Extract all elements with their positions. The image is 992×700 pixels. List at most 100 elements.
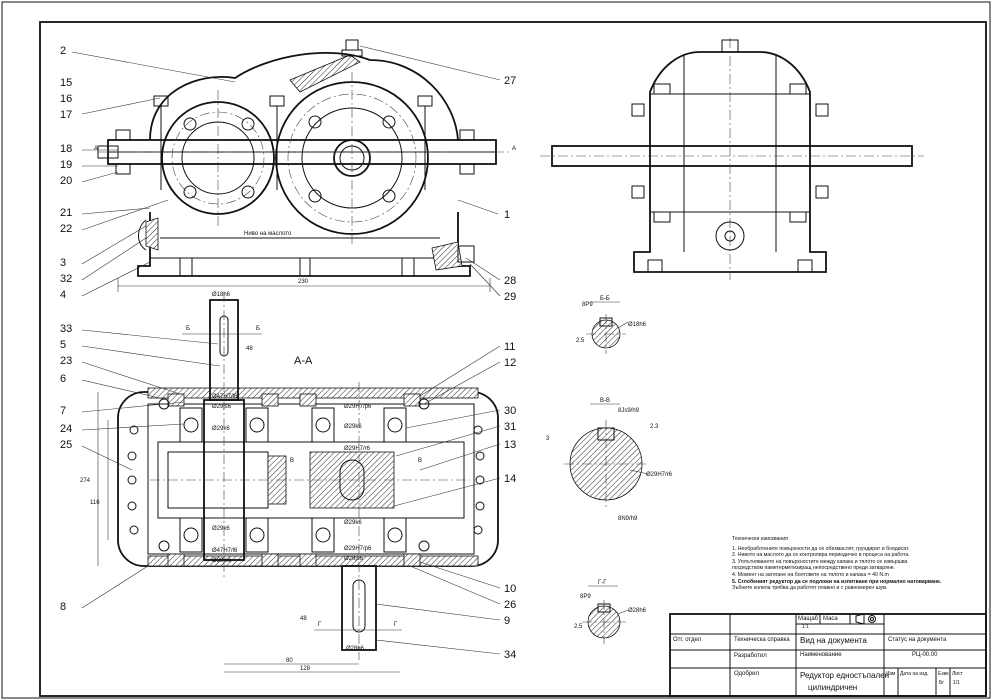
part-label-21: 21 — [60, 207, 72, 219]
dim-d29k6-b: Ø29k6 — [344, 424, 362, 430]
dim-d29js6-c: Ø29js6 — [212, 558, 232, 564]
tb-doc-number: РЦ-00.00 — [912, 652, 938, 658]
part-label-22: 22 — [60, 223, 72, 235]
part-label-23: 23 — [60, 355, 72, 367]
dim-d18h6: Ø18h6 — [212, 292, 231, 298]
dim-d47h7-b: Ø47H7/l6 — [212, 548, 238, 554]
vv-8js9: 8Js9/h9 — [618, 408, 640, 414]
part-label-32: 32 — [60, 273, 72, 285]
part-label-7: 7 — [60, 405, 66, 417]
part-label-19: 19 — [60, 159, 72, 171]
part-label-34: 34 — [504, 649, 516, 661]
part-label-28: 28 — [504, 275, 516, 287]
part-label-6: 6 — [60, 373, 66, 385]
vv-23: 2.3 — [650, 424, 659, 430]
tb-developer: Разработил — [734, 653, 767, 659]
dim-80: 80 — [286, 658, 293, 664]
dim-d28h6: Ø28h6 — [346, 646, 365, 652]
tb-date-label: Дата на изд. — [900, 671, 929, 677]
part-label-12: 12 — [504, 357, 516, 369]
section-b-right: Б — [256, 326, 260, 332]
notes-item: посредством паметерметизиращ непосредств… — [732, 565, 896, 572]
part-label-29: 29 — [504, 291, 516, 303]
part-label-5: 5 — [60, 339, 66, 351]
section-gg: Г-Г Ø28h6 8P9 2.5 — [574, 580, 647, 644]
part-label-31: 31 — [504, 421, 516, 433]
section-aa: А-А — [80, 292, 499, 673]
front-view: Ниво на маслото 230 А А — [94, 39, 516, 292]
part-label-1: 1 — [504, 209, 510, 221]
dim-d29js6: Ø29js6 — [212, 404, 232, 410]
section-gg-title: Г-Г — [598, 580, 607, 586]
part-label-9: 9 — [504, 615, 510, 627]
tb-edition-label: Изм — [886, 671, 896, 677]
gg-8p9: 8P9 — [580, 594, 591, 600]
part-label-13: 13 — [504, 439, 516, 451]
front-view-labels: 2 15 16 17 18 19 20 21 22 3 32 4 27 1 28… — [60, 45, 516, 303]
dim-d29h7r6: Ø29H7/r6 — [344, 446, 371, 452]
dim-128: 128 — [300, 666, 311, 672]
part-label-33: 33 — [60, 323, 72, 335]
notes-item: 1. Необработените повърхности да се обез… — [732, 545, 910, 552]
tb-dept: Отг. отдел — [673, 637, 702, 643]
dim-116: 116 — [90, 500, 100, 506]
side-view — [540, 38, 924, 280]
tb-name-label: Наименование — [800, 652, 842, 658]
section-aa-labels: 33 5 23 6 7 24 25 8 11 12 30 31 13 14 10… — [60, 323, 516, 661]
tb-mass-label: Маса — [823, 616, 838, 622]
dim-230: 230 — [298, 279, 309, 285]
dim-d29k6-c: Ø29k6 — [344, 520, 362, 526]
vv-3: 3 — [546, 436, 550, 442]
gg-d28h6: Ø28h6 — [628, 608, 647, 614]
tb-sheet-value: 1/1 — [953, 680, 960, 686]
part-label-30: 30 — [504, 405, 516, 417]
dim-d47h7: Ø47H7/l6 — [212, 394, 238, 400]
tb-lang-value: Бг — [939, 680, 945, 686]
vv-d29h7r6: Ø29H7/r6 — [646, 472, 673, 478]
section-aa-leaders — [81, 329, 501, 655]
part-label-25: 25 — [60, 439, 72, 451]
tb-doc-type: Вид на документа — [800, 636, 867, 645]
tb-title-line2: цилиндричен — [808, 683, 858, 692]
dim-d29k6: Ø29k6 — [212, 426, 230, 432]
section-bb-title: Б-Б — [600, 296, 610, 302]
notes-item: 5. Сглобеният редуктор да се подложи на … — [732, 579, 947, 586]
tb-approver: Одобрил — [734, 671, 759, 677]
part-label-27: 27 — [504, 75, 516, 87]
part-label-18: 18 — [60, 143, 72, 155]
notes-heading: Технически изисквания — [732, 536, 788, 542]
vv-8n9: 8N9/h9 — [618, 516, 638, 522]
part-label-17: 17 — [60, 109, 72, 121]
part-label-2: 2 — [60, 45, 66, 57]
tb-tech-ref: Техническа справка — [734, 637, 790, 643]
part-label-8: 8 — [60, 601, 66, 613]
part-label-26: 26 — [504, 599, 516, 611]
part-label-11: 11 — [504, 341, 515, 353]
part-label-16: 16 — [60, 93, 72, 105]
part-label-24: 24 — [60, 423, 72, 435]
section-g-right: Г — [394, 622, 398, 628]
dim-d29k6-d: Ø29k6 — [212, 526, 230, 532]
notes-item: 4. Момент на затягане на болтовете на тя… — [732, 571, 889, 578]
bb-8p9: 8P9 — [582, 302, 593, 308]
part-label-4: 4 — [60, 289, 66, 301]
notes-item: 3. Уплътняването на повърхностите между … — [732, 558, 908, 565]
bb-d18h6: Ø18h6 — [628, 322, 647, 328]
dim-d29js6-b: Ø29js6 — [344, 556, 364, 562]
oil-level-label: Ниво на маслото — [244, 231, 292, 237]
notes-item-bold: 5. Сглобеният редуктор да се подложи на … — [732, 578, 942, 585]
dim-d29h7p6: Ø29H7/p6 — [344, 404, 372, 410]
front-view-leaders — [71, 45, 501, 297]
section-v-right: В — [418, 458, 422, 464]
section-vv: В-В Ø29H7/r6 8Js9/h9 2.3 8N9/h9 3 — [546, 398, 673, 522]
tb-scale-label: Мащаб — [798, 616, 819, 622]
drawing-frame — [39, 21, 987, 697]
section-g-left: Г — [318, 622, 322, 628]
tb-lang-label: Език — [938, 671, 949, 677]
section-bb: Б-Б Ø18h6 8P9 2.5 — [576, 296, 647, 354]
bb-25: 2.5 — [576, 338, 585, 344]
tb-sheet-label: Лист — [952, 671, 963, 677]
section-v-left: В — [290, 458, 294, 464]
